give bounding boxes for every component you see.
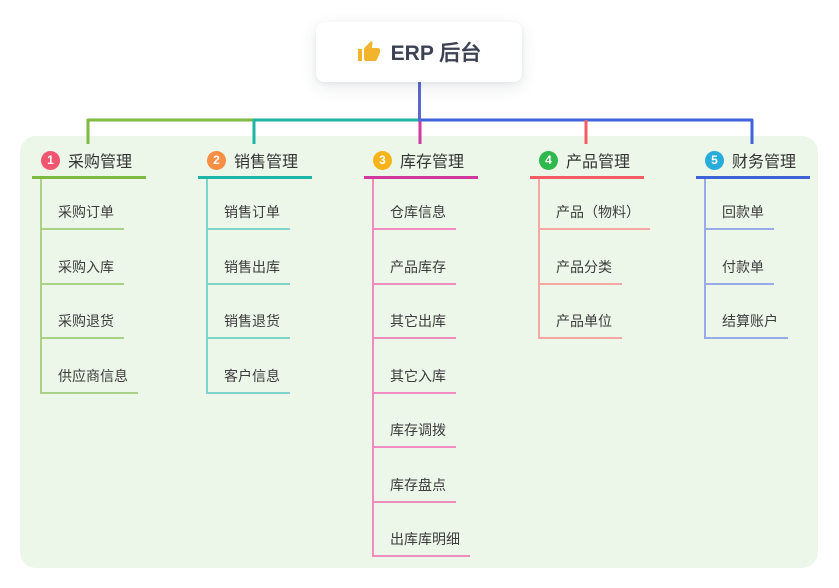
child-node[interactable]: 销售退货 [206, 311, 290, 339]
child-node[interactable]: 库存盘点 [372, 475, 456, 503]
branches-panel [20, 136, 818, 568]
child-node[interactable]: 产品（物料） [538, 202, 650, 230]
child-node[interactable]: 出库库明细 [372, 529, 470, 557]
branch-node-3[interactable]: 3 库存管理 [364, 148, 479, 179]
branch-number-badge: 4 [539, 150, 558, 170]
child-node[interactable]: 产品单位 [538, 311, 622, 339]
branch-spine-line [40, 179, 42, 394]
branch-label: 产品管理 [566, 154, 631, 171]
branch-spine-line [704, 179, 706, 339]
child-node[interactable]: 库存调拨 [372, 420, 456, 448]
branch-node-4[interactable]: 4 产品管理 [530, 148, 645, 179]
child-node[interactable]: 销售出库 [206, 257, 290, 285]
branch-spine-line [372, 179, 374, 557]
child-node[interactable]: 供应商信息 [40, 366, 138, 394]
child-node[interactable]: 回款单 [704, 202, 774, 230]
branch-spine-line [206, 179, 208, 394]
branch-label: 财务管理 [732, 154, 797, 171]
branch-number-badge: 3 [373, 150, 392, 170]
child-node[interactable]: 其它入库 [372, 366, 456, 394]
root-node[interactable]: ERP 后台 [316, 22, 522, 82]
branch-spine-line [538, 179, 540, 339]
child-node[interactable]: 其它出库 [372, 311, 456, 339]
child-node[interactable]: 产品分类 [538, 257, 622, 285]
branch-node-2[interactable]: 2 销售管理 [198, 148, 313, 179]
thumbs-up-icon [357, 40, 381, 64]
child-node[interactable]: 仓库信息 [372, 202, 456, 230]
branch-label: 销售管理 [234, 154, 299, 171]
child-node[interactable]: 销售订单 [206, 202, 290, 230]
branch-label: 采购管理 [68, 154, 133, 171]
child-node[interactable]: 结算账户 [704, 311, 788, 339]
branch-node-1[interactable]: 1 采购管理 [32, 148, 147, 179]
child-node[interactable]: 采购订单 [40, 202, 124, 230]
child-node[interactable]: 采购退货 [40, 311, 124, 339]
child-node[interactable]: 采购入库 [40, 257, 124, 285]
branch-node-5[interactable]: 5 财务管理 [696, 148, 811, 179]
branch-label: 库存管理 [400, 154, 465, 171]
branch-number-badge: 5 [705, 150, 724, 170]
root-title: ERP 后台 [390, 42, 482, 65]
branch-number-badge: 2 [207, 150, 226, 170]
child-node[interactable]: 客户信息 [206, 366, 290, 394]
child-node[interactable]: 产品库存 [372, 257, 456, 285]
branch-number-badge: 1 [41, 150, 60, 170]
child-node[interactable]: 付款单 [704, 257, 774, 285]
